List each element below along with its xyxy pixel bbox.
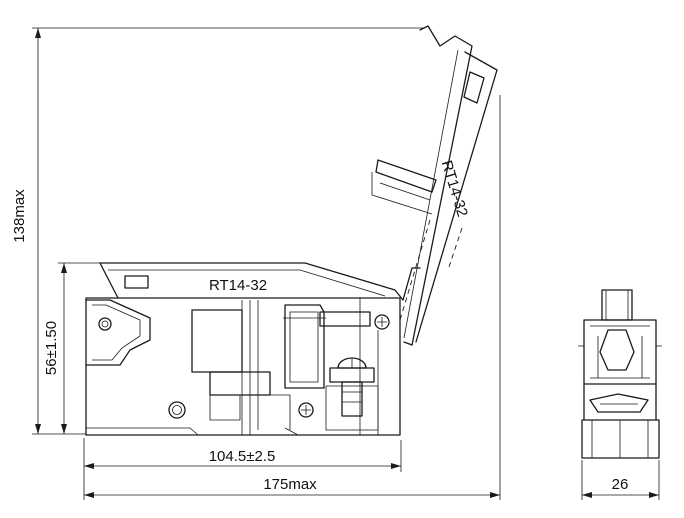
fuse-holder-side-view (578, 289, 662, 459)
window-slot (124, 275, 149, 289)
dim-depth-label: 26 (612, 476, 629, 493)
dimension-width-overall: 175max (84, 95, 501, 500)
dim-width-overall-label: 175max (263, 476, 317, 493)
dim-height-body-label: 56±1.50 (43, 321, 60, 375)
dimension-width-inner: 104.5±2.5 (83, 438, 402, 500)
dimension-height-body: 56±1.50 (32, 262, 100, 435)
lid-window-slot (463, 71, 485, 104)
fuse-holder-lid-open: RT14-32 (371, 25, 498, 346)
dimension-height-overall: 138max (11, 27, 425, 434)
fuse-holder-body: RT14-32 (85, 262, 404, 436)
body-model-label: RT14-32 (209, 277, 267, 294)
dim-height-overall-label: 138max (11, 189, 28, 243)
dim-width-inner-label: 104.5±2.5 (209, 448, 276, 465)
dimension-depth: 26 (581, 460, 660, 500)
lid-model-label: RT14-32 (438, 158, 471, 219)
